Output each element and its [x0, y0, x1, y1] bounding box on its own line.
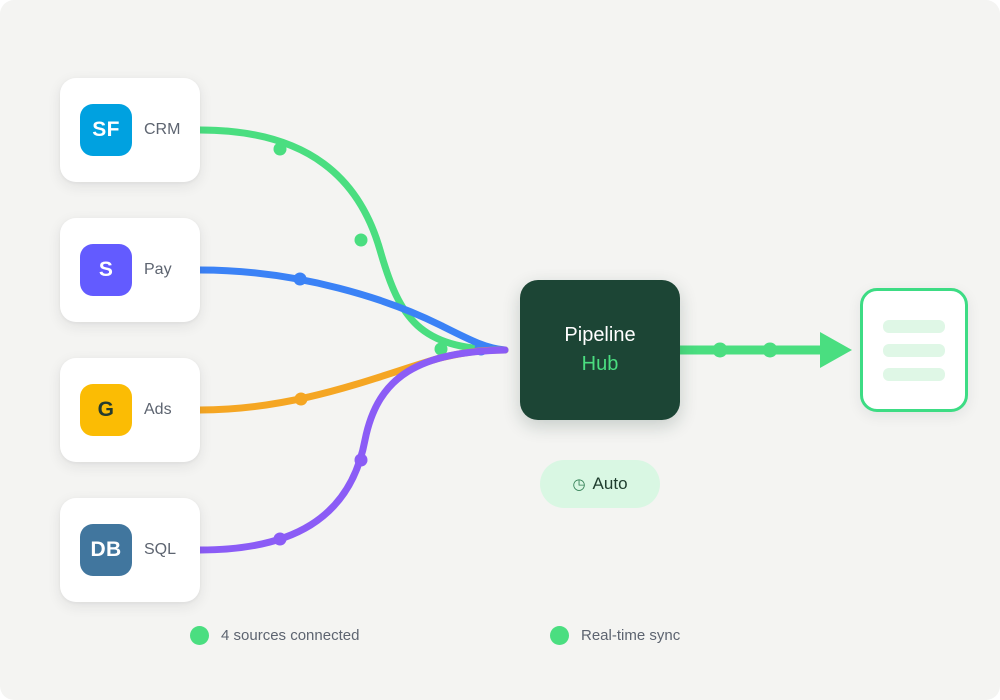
legend-item-sources: 4 sources connected	[190, 626, 359, 645]
wire-sql-dot	[354, 453, 368, 467]
source-badge-db: DB	[80, 524, 132, 576]
wire-pay	[196, 266, 509, 354]
source-badge-g: G	[80, 384, 132, 436]
legend-label-sync: Real-time sync	[581, 627, 681, 644]
legend-dot-icon	[190, 626, 209, 645]
source-label-pay: Pay	[144, 261, 172, 278]
output-bar	[883, 343, 945, 357]
output-bar	[883, 367, 945, 381]
legend-dot-icon	[550, 626, 569, 645]
legend-label-sources: 4 sources connected	[221, 627, 360, 644]
output-bar	[883, 319, 945, 333]
wire-sql-dot	[273, 532, 287, 546]
output-document-card[interactable]	[860, 288, 968, 412]
timer-icon: ◷	[572, 475, 586, 493]
legend: 4 sources connected Real-time sync	[0, 626, 1000, 660]
wire-pay-dot	[293, 272, 307, 286]
pipeline-hub-node[interactable]: Pipeline Hub	[520, 280, 680, 420]
source-card-crm[interactable]: SF CRM	[60, 78, 200, 182]
hub-title-line1: Pipeline	[564, 324, 636, 346]
wire-ads-dot	[294, 392, 308, 406]
wire-crm	[196, 126, 504, 354]
hub-title-line2: Hub	[581, 353, 619, 375]
source-label-crm: CRM	[144, 121, 181, 138]
source-label-ads: Ads	[144, 401, 172, 418]
wire-crm-dot	[273, 142, 287, 156]
wire-crm-dot	[354, 233, 368, 247]
auto-mode-badge[interactable]: ◷ Auto	[540, 460, 660, 508]
auto-badge-label: Auto	[592, 474, 628, 493]
source-badge-s: S	[80, 244, 132, 296]
source-card-pay[interactable]: S Pay	[60, 218, 200, 322]
source-card-ads[interactable]: G Ads	[60, 358, 200, 462]
output-arrow	[680, 332, 852, 368]
source-card-sql[interactable]: DB SQL	[60, 498, 200, 602]
source-badge-sf: SF	[80, 104, 132, 156]
source-label-sql: SQL	[144, 541, 177, 558]
wire-sql	[196, 346, 509, 554]
wire-crm-dot	[434, 342, 448, 356]
wire-ads	[196, 346, 509, 414]
legend-item-sync: Real-time sync	[550, 626, 680, 645]
